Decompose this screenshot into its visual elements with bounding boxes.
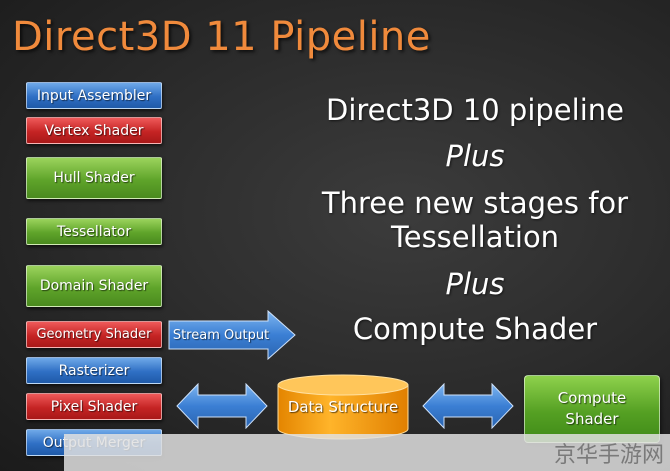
stream-output-label: Stream Output — [172, 327, 270, 343]
text-compute-shader: Compute Shader — [352, 312, 598, 346]
stage-hull-shader: Hull Shader — [26, 157, 162, 199]
data-structure-label: Data Structure — [287, 398, 399, 416]
watermark-band — [64, 434, 670, 471]
stage-tessellator: Tessellator — [26, 218, 162, 245]
text-plus-1: Plus — [445, 139, 505, 173]
text-direct3d10-pipeline: Direct3D 10 pipeline — [325, 93, 624, 127]
double-arrow-icon — [422, 383, 514, 429]
stage-vertex-shader: Vertex Shader — [26, 117, 162, 144]
compute-shader-box: Compute Shader — [524, 375, 660, 443]
text-tessellation: Tessellation — [390, 220, 560, 254]
data-structure-cylinder-icon — [277, 374, 409, 440]
text-plus-2: Plus — [445, 267, 505, 301]
stage-domain-shader: Domain Shader — [26, 265, 162, 307]
text-three-new-stages: Three new stages for — [321, 186, 629, 220]
watermark-text: 京华手游网 — [553, 443, 664, 468]
stage-pixel-shader: Pixel Shader — [26, 393, 162, 420]
stage-input-assembler: Input Assembler — [26, 82, 162, 109]
stage-geometry-shader: Geometry Shader — [26, 321, 162, 348]
stream-output-arrow-icon — [168, 310, 296, 360]
slide-title: Direct3D 11 Pipeline — [12, 14, 431, 60]
double-arrow-icon — [176, 383, 268, 429]
stage-rasterizer: Rasterizer — [26, 357, 162, 384]
